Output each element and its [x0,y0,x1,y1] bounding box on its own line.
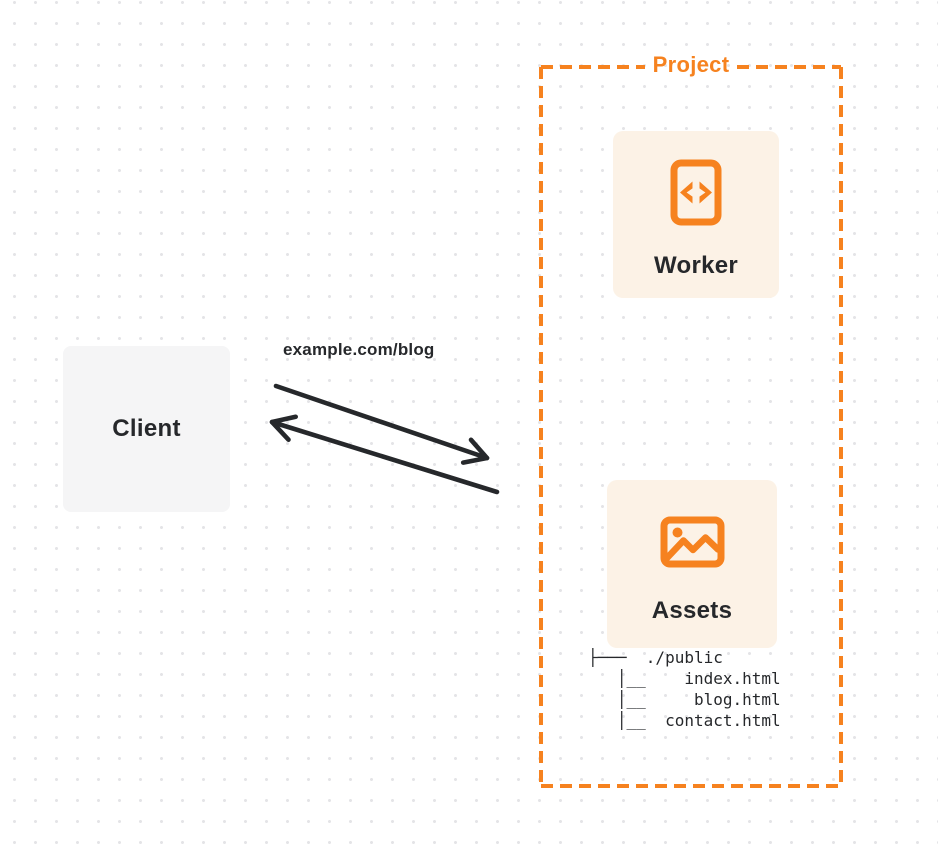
assets-file-tree: ├─── ./public │__ index.html │__ blog.ht… [588,647,781,731]
request-arrow [273,383,490,465]
response-arrow [269,414,500,495]
arrowhead-left-icon [269,414,299,443]
arrowhead-right-icon [460,437,490,465]
file-tree-line: │__ index.html [588,669,781,688]
client-label: Client [112,415,181,442]
request-url-label: example.com/blog [283,340,435,359]
client-node: Client [63,346,230,512]
worker-label: Worker [653,252,739,279]
file-tree-line: │__ contact.html [588,711,781,730]
code-document-icon [670,159,722,226]
project-label: Project [652,52,730,77]
file-tree-line: │__ blog.html [588,690,781,709]
assets-label: Assets [651,597,733,624]
image-icon [660,516,724,568]
worker-node: Worker [613,131,779,298]
file-tree-line-root: ├─── ./public [588,648,723,667]
assets-node: Assets [607,480,777,648]
